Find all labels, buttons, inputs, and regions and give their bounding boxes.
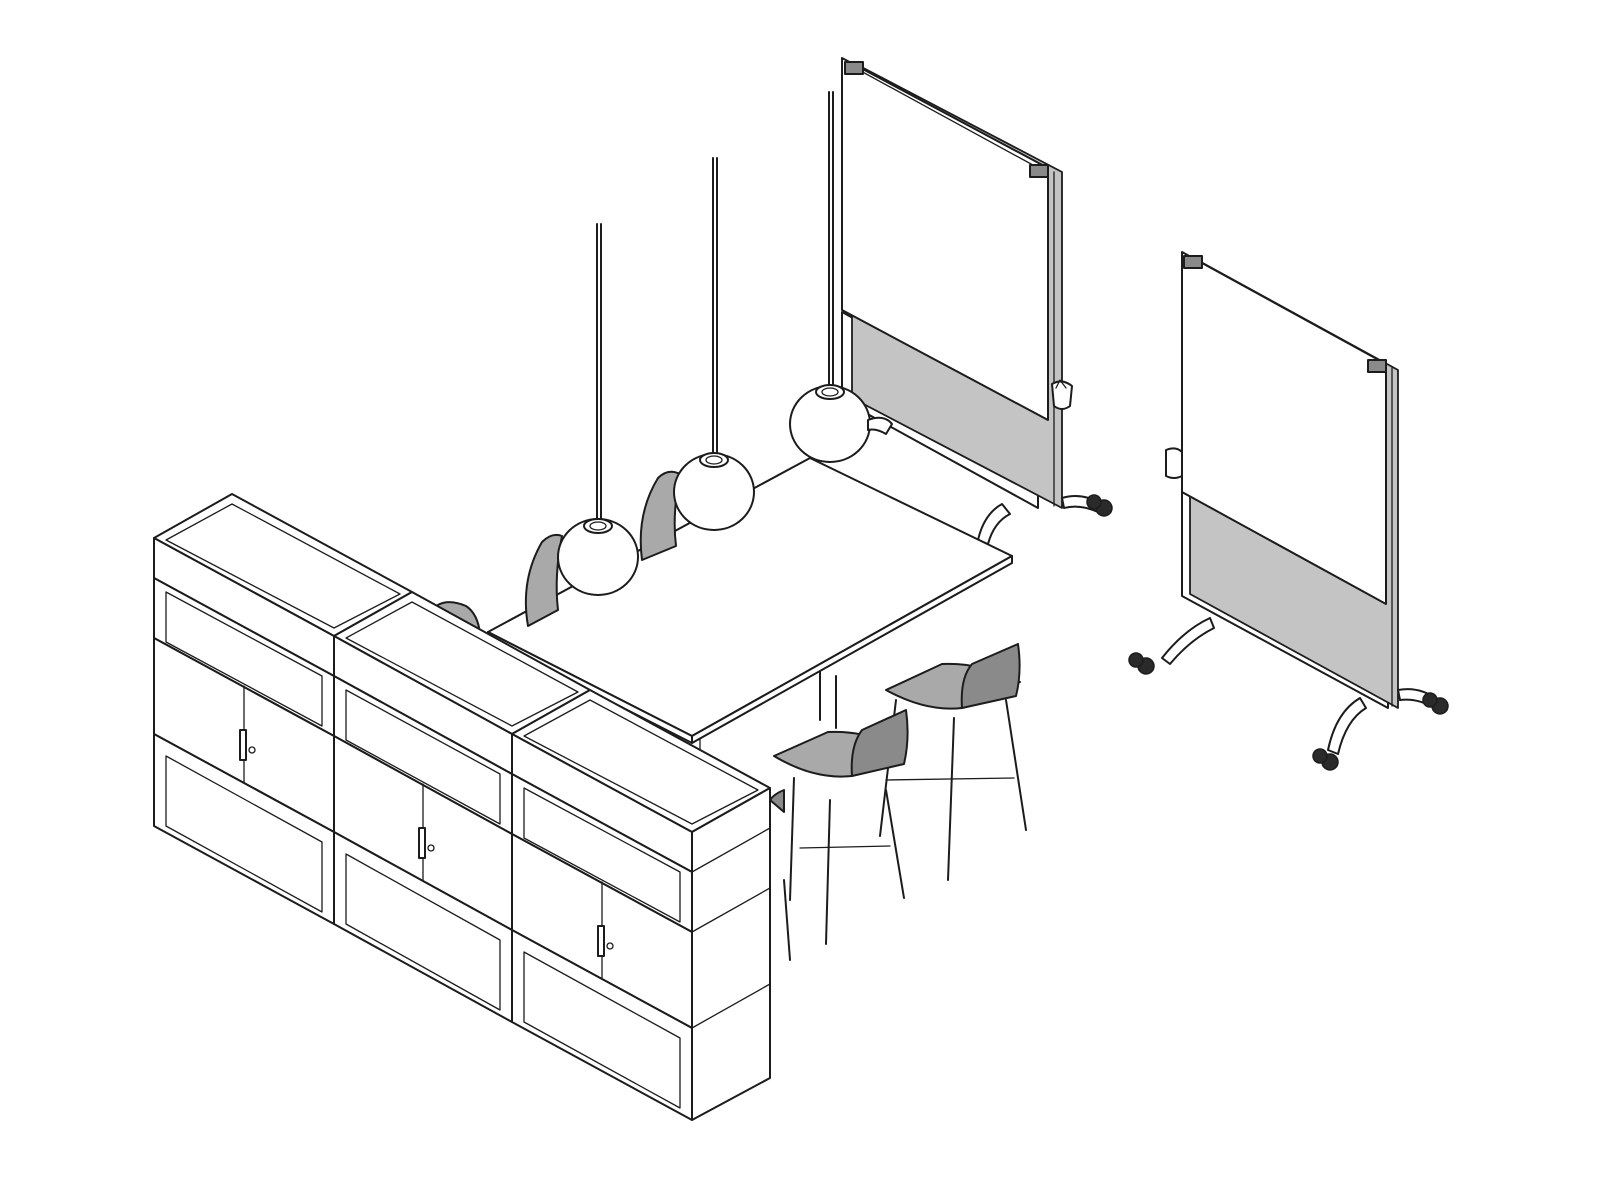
pendant-lamp-3 — [789, 91, 893, 463]
bar-stool-hidden — [769, 789, 791, 961]
door-handle-icon — [418, 827, 426, 859]
stool-back-icon — [769, 789, 785, 813]
marker-cup-icon — [1051, 380, 1073, 410]
base-leg-icon — [977, 503, 1011, 545]
bar-stool-left — [773, 709, 909, 945]
caster-wheel-icon — [1312, 748, 1328, 764]
chair-back-3 — [639, 470, 681, 561]
hinge-icon — [1029, 164, 1049, 178]
hinge-icon — [1183, 255, 1203, 269]
storage-unit-right — [511, 689, 771, 1121]
base-leg-icon — [1161, 617, 1215, 665]
storage-unit-left — [153, 493, 413, 925]
mobile-whiteboard-left — [841, 57, 1113, 545]
pendant-lamp-2 — [673, 157, 755, 531]
caster-wheel-icon — [1422, 692, 1438, 708]
storage-unit-middle — [333, 591, 591, 1023]
chair-back-2 — [524, 533, 563, 627]
hinge-icon — [844, 61, 864, 75]
caster-wheel-icon — [1128, 652, 1144, 668]
chair-back-icon — [524, 533, 563, 627]
hinge-icon — [1367, 359, 1387, 373]
marker-cup-icon — [1165, 447, 1183, 479]
caster-wheel-icon — [1086, 494, 1102, 510]
stool-back-icon — [850, 709, 909, 777]
pendant-lamp-1 — [557, 223, 639, 596]
door-handle-icon — [239, 729, 247, 761]
door-handle-icon — [597, 925, 605, 957]
mobile-whiteboard-right — [1128, 251, 1449, 771]
stool-back-icon — [960, 643, 1021, 709]
chair-back-icon — [639, 470, 681, 561]
bar-stool-right — [879, 643, 1027, 881]
